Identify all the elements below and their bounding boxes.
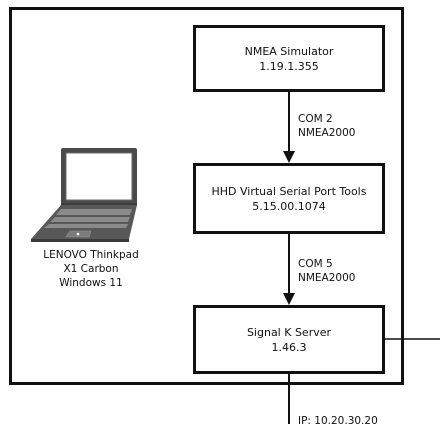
laptop-caption: LENOVO Thinkpad X1 Carbon Windows 11 <box>36 248 146 290</box>
serial-port-tools-version: 5.15.00.1074 <box>252 199 326 213</box>
link1-port-label: COM 2 <box>298 113 333 125</box>
link1-protocol-label: NMEA2000 <box>298 127 356 139</box>
laptop-os: Windows 11 <box>59 277 123 289</box>
arrowhead-serial <box>283 151 295 163</box>
laptop-model: LENOVO Thinkpad <box>43 249 139 261</box>
nmea-simulator-name: NMEA Simulator <box>244 44 334 58</box>
arrowhead-signalk <box>283 293 295 305</box>
laptop-model-line2: X1 Carbon <box>63 263 119 275</box>
link2-port-label: COM 5 <box>298 258 333 270</box>
signalk-server-name: Signal K Server <box>246 325 332 339</box>
signalk-server-version: 1.46.3 <box>271 340 307 354</box>
host-machine-frame <box>9 7 404 385</box>
serial-port-tools-box: HHD Virtual Serial Port Tools 5.15.00.10… <box>193 163 385 234</box>
signalk-server-box: Signal K Server 1.46.3 <box>193 305 385 374</box>
laptop-icon <box>31 148 137 242</box>
link2-protocol-label: NMEA2000 <box>298 272 356 284</box>
nmea-simulator-version: 1.19.1.355 <box>259 59 319 73</box>
nmea-simulator-box: NMEA Simulator 1.19.1.355 <box>193 25 385 92</box>
ip-address-label: IP: 10.20.30.20 <box>298 415 378 427</box>
serial-port-tools-name: HHD Virtual Serial Port Tools <box>211 184 367 198</box>
